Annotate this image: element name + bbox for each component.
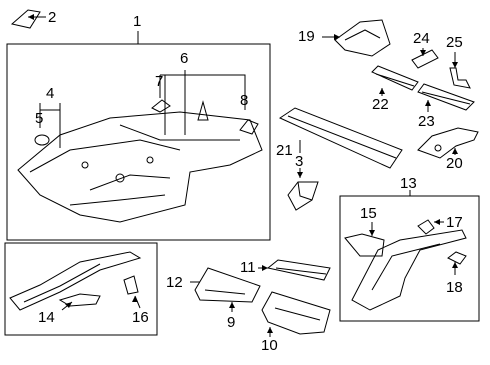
callout-9: 9: [227, 314, 236, 331]
callout-5: 5: [35, 110, 44, 127]
callout-6: 6: [180, 50, 189, 67]
callout-21: 21: [276, 142, 293, 159]
callout-1: 1: [133, 13, 142, 30]
floor-pan-group-box: [6, 43, 271, 241]
callout-14: 14: [38, 309, 55, 326]
callout-24: 24: [413, 30, 430, 47]
callout-13: 13: [400, 175, 417, 192]
callout-23: 23: [418, 113, 435, 130]
callout-8: 8: [240, 92, 249, 109]
callout-17: 17: [446, 214, 463, 231]
callout-4: 4: [46, 85, 55, 102]
callout-11: 11: [240, 259, 256, 276]
callout-3: 3: [295, 153, 304, 170]
callout-16: 16: [132, 309, 149, 326]
callout-22: 22: [372, 96, 389, 113]
callout-10: 10: [261, 337, 278, 354]
callout-12: 12: [166, 274, 183, 291]
callout-19: 19: [298, 28, 315, 45]
callout-18: 18: [446, 279, 463, 296]
callout-25: 25: [446, 34, 463, 51]
callout-7: 7: [155, 73, 164, 90]
callout-2: 2: [48, 9, 57, 26]
callout-20: 20: [446, 155, 463, 172]
callout-15: 15: [360, 205, 377, 222]
rear-rail-group-box-left: [4, 242, 158, 336]
